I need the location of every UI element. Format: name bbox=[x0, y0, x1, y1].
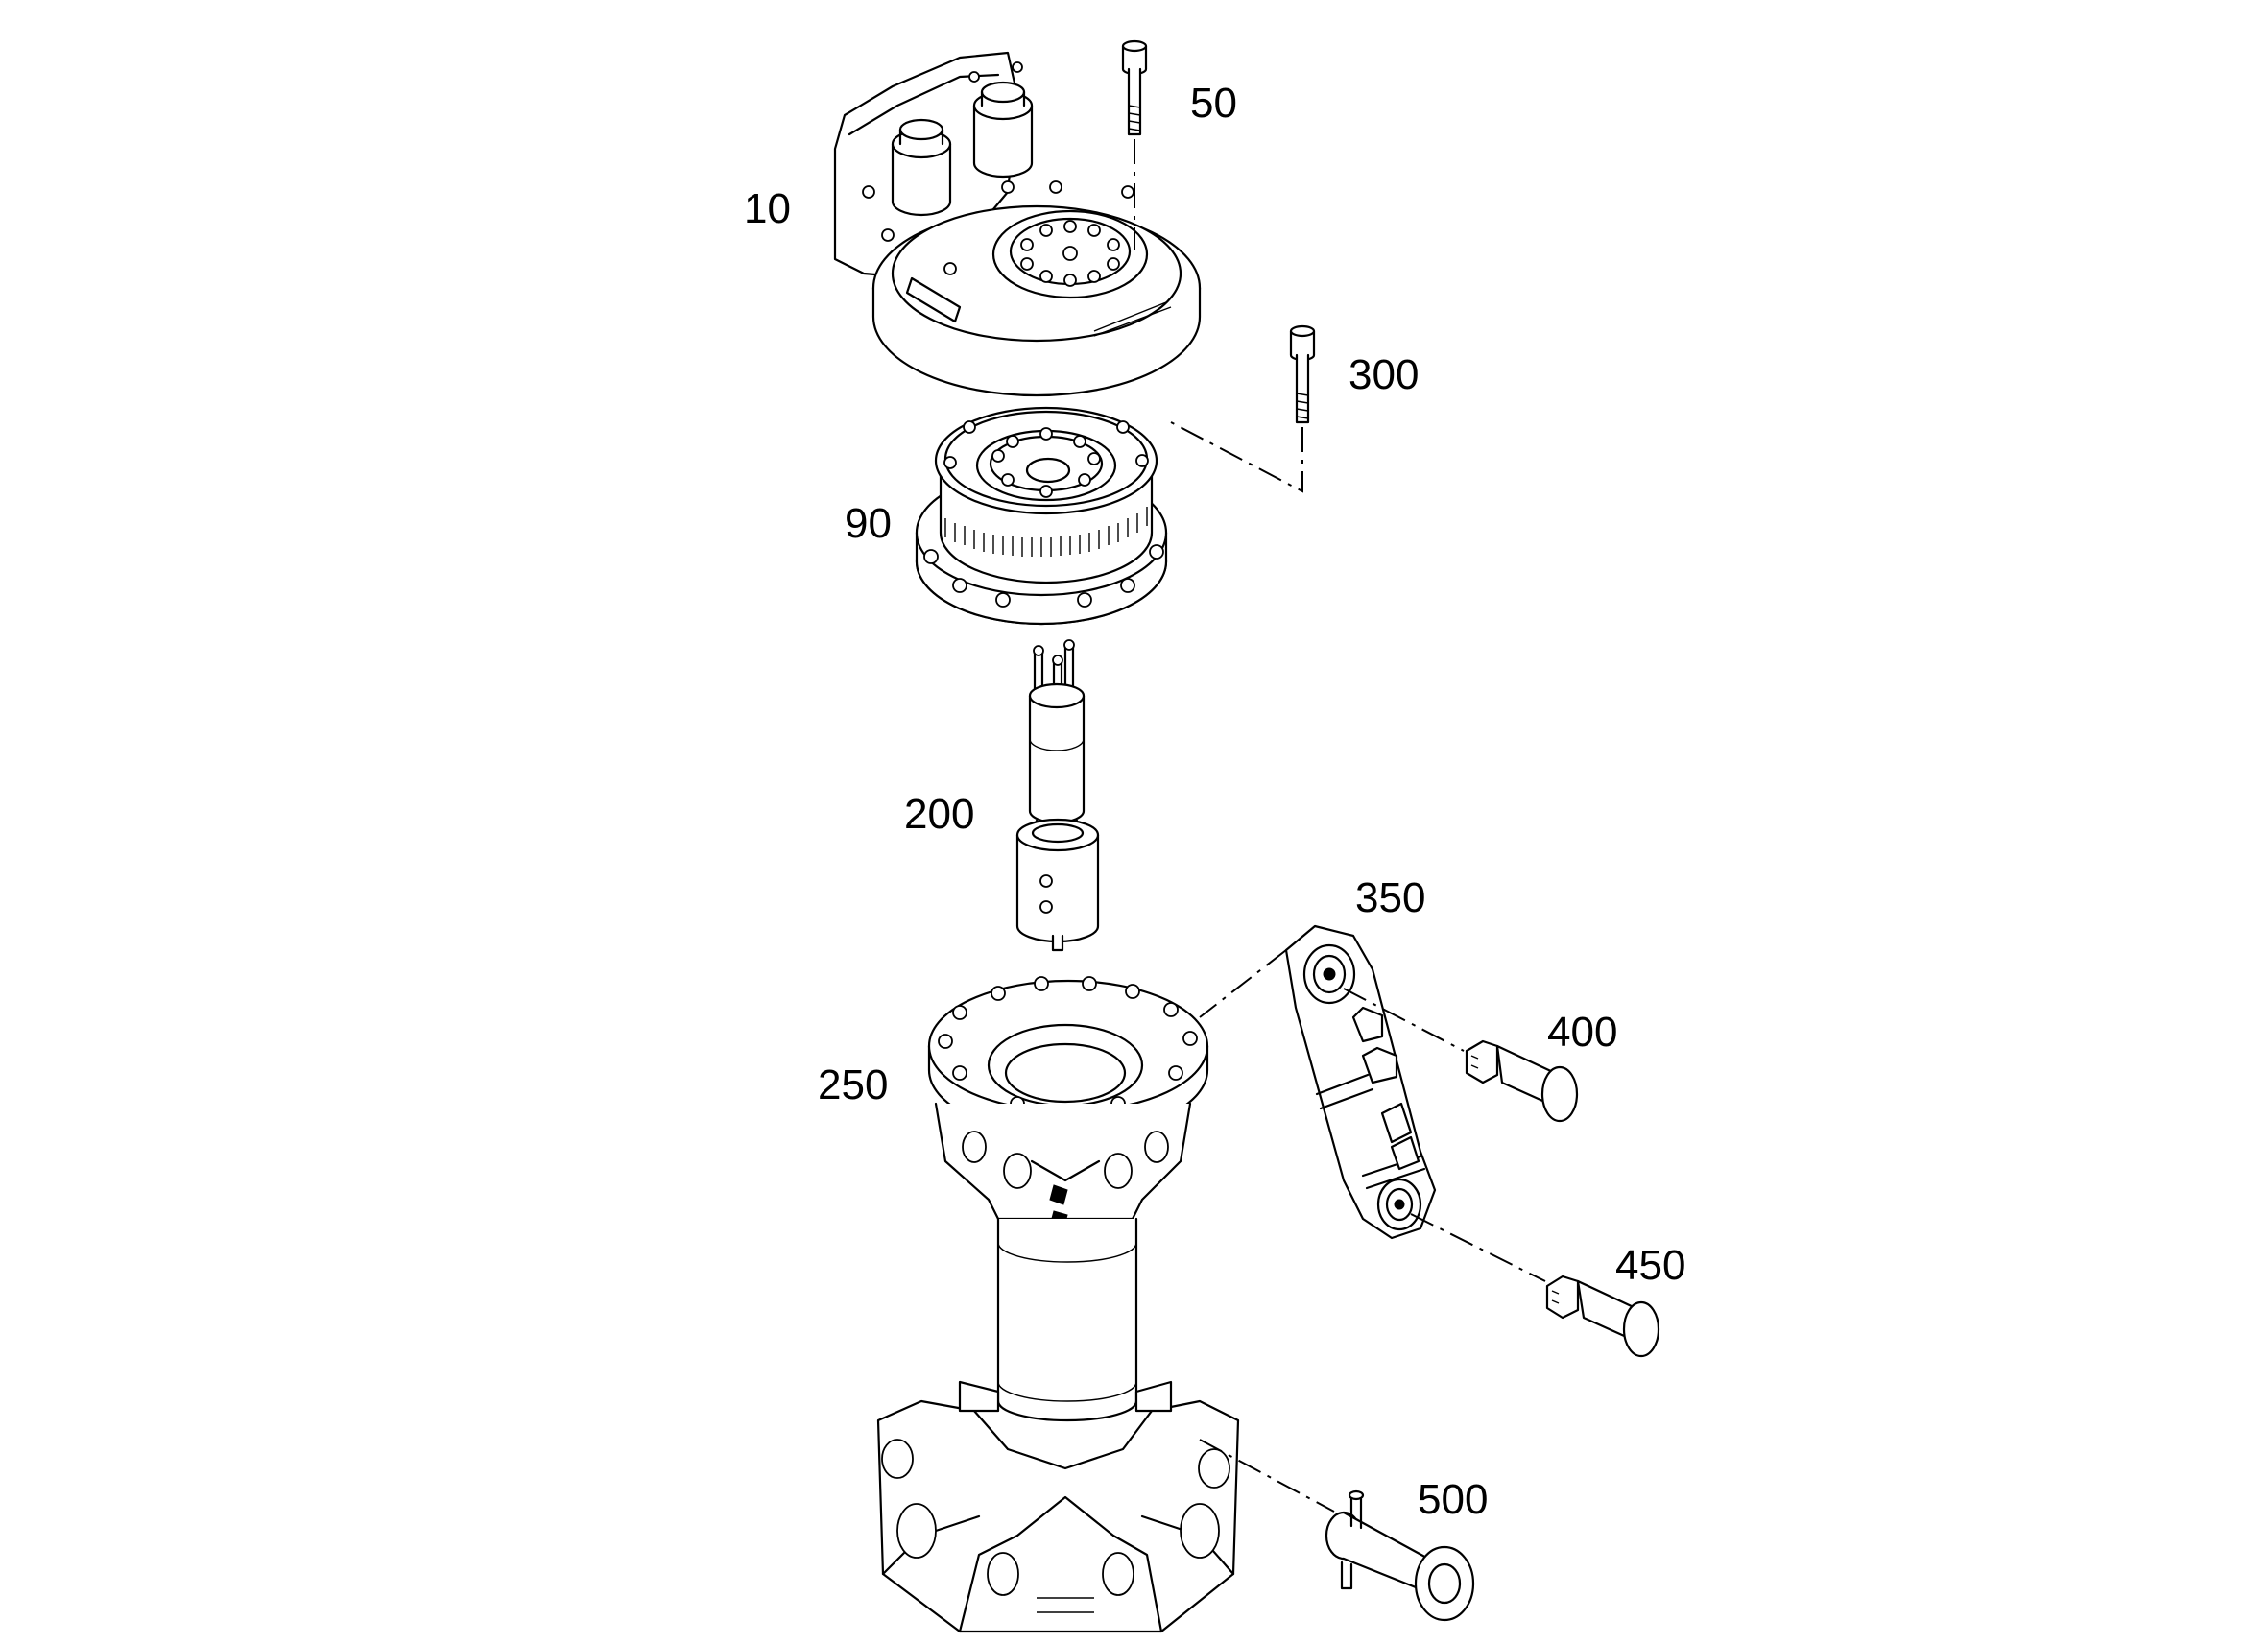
label-part-250: 250 bbox=[818, 1061, 888, 1108]
label-part-90: 90 bbox=[845, 500, 892, 547]
label-part-350: 350 bbox=[1355, 874, 1425, 921]
part-10-housing bbox=[833, 51, 1202, 397]
part-90-ring-gear bbox=[915, 406, 1168, 626]
label-part-10: 10 bbox=[744, 185, 791, 232]
label-part-500: 500 bbox=[1418, 1476, 1488, 1523]
part-250-column-base bbox=[876, 976, 1240, 1633]
label-part-200: 200 bbox=[904, 791, 974, 838]
part-300-screw bbox=[1170, 324, 1316, 493]
label-part-400: 400 bbox=[1547, 1009, 1617, 1056]
part-50-screw bbox=[1121, 39, 1148, 250]
ring-holes bbox=[923, 420, 1164, 608]
hub-bolts bbox=[1020, 220, 1120, 287]
part-450-pin bbox=[1545, 1275, 1660, 1358]
label-part-50: 50 bbox=[1190, 80, 1237, 127]
label-part-450: 450 bbox=[1615, 1242, 1685, 1289]
part-200-shaft bbox=[1015, 639, 1100, 952]
part-400-pin bbox=[1465, 1039, 1579, 1123]
gear-teeth bbox=[944, 507, 1148, 557]
label-part-300: 300 bbox=[1349, 351, 1419, 398]
part-350-cylinder bbox=[1199, 924, 1546, 1282]
part-500-pin bbox=[1199, 1439, 1475, 1622]
